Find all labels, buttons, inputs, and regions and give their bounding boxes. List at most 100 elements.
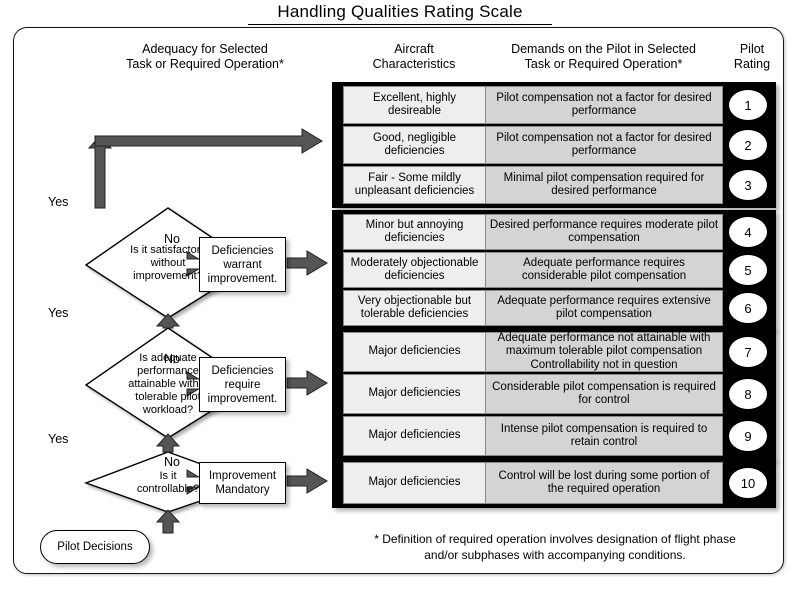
rating-row: Very objectionable but tolerable deficie… <box>343 290 773 326</box>
edge-label-yes-2: Yes <box>48 306 69 320</box>
cell-pilot-rating: 4 <box>723 214 773 250</box>
edge-label-no-3: No <box>164 455 180 469</box>
decision-adequate-line2: performance <box>137 365 199 377</box>
decision-adequate-line1: Is adequate <box>139 352 197 364</box>
cell-pilot-rating: 5 <box>723 252 773 288</box>
column-header-rating-line2: Rating <box>733 57 771 71</box>
rating-row: Fair - Some mildly unpleasant deficienci… <box>343 166 773 204</box>
column-header-aircraft-characteristics: Aircraft Characteristics <box>350 42 478 72</box>
column-header-aircraft-line2: Characteristics <box>372 57 456 71</box>
process-warrant-line2: warrant <box>223 258 262 271</box>
decision-controllable-line2: controllable? <box>136 483 200 495</box>
title-underline <box>248 24 552 25</box>
cell-aircraft-characteristics: Very objectionable but tolerable deficie… <box>343 290 486 326</box>
pilot-rating-badge: 5 <box>729 255 767 285</box>
cell-aircraft-characteristics: Fair - Some mildly unpleasant deficienci… <box>343 166 486 204</box>
cell-pilot-demands: Adequate performance not attainable with… <box>486 332 723 372</box>
footnote-line2: and/or subphases with accompanying condi… <box>424 548 686 562</box>
pilot-rating-badge: 3 <box>729 170 767 200</box>
decision-adequate-line5: workload? <box>142 404 194 416</box>
decision-satisfactory-line2: without <box>150 257 186 269</box>
footnote: * Definition of required operation invol… <box>355 531 755 563</box>
decision-adequate-line3: attainable with a <box>128 378 208 390</box>
process-mandatory-line2: Mandatory <box>215 484 270 496</box>
column-header-aircraft-line1: Aircraft <box>394 42 434 56</box>
process-require-line3: improvement. <box>207 392 278 405</box>
column-header-demands: Demands on the Pilot in Selected Task or… <box>482 42 725 72</box>
pilot-rating-badge: 9 <box>729 421 767 451</box>
decision-satisfactory-line3: improvement? <box>133 270 203 282</box>
cell-aircraft-characteristics: Minor but annoying deficiencies <box>343 214 486 250</box>
column-header-pilot-rating: Pilot Rating <box>722 42 782 72</box>
decision-satisfactory-label[interactable]: Is it satisfactory without improvement? <box>93 244 243 283</box>
cell-aircraft-characteristics: Major deficiencies <box>343 374 486 414</box>
start-pilot-decisions[interactable]: Pilot Decisions <box>40 530 150 564</box>
start-label: Pilot Decisions <box>57 541 133 553</box>
pilot-rating-badge: 4 <box>729 217 767 247</box>
cell-pilot-demands: Desired performance requires moderate pi… <box>486 214 723 250</box>
cell-pilot-rating: 2 <box>723 126 773 164</box>
cell-pilot-demands: Considerable pilot compensation is requi… <box>486 374 723 414</box>
edge-label-yes-3: Yes <box>48 432 69 446</box>
column-header-demands-line1: Demands on the Pilot in Selected <box>511 42 696 56</box>
cell-pilot-rating: 9 <box>723 416 773 456</box>
cell-pilot-demands: Adequate performance requires considerab… <box>486 252 723 288</box>
column-header-demands-line2: Task or Required Operation* <box>524 57 683 71</box>
process-mandatory-line1: Improvement <box>208 470 277 482</box>
cell-pilot-demands: Control will be lost during some portion… <box>486 462 723 504</box>
pilot-rating-badge: 7 <box>729 337 767 367</box>
cell-pilot-demands: Pilot compensation not a factor for desi… <box>486 86 723 124</box>
cell-aircraft-characteristics: Major deficiencies <box>343 332 486 372</box>
edge-label-yes-1: Yes <box>48 195 69 209</box>
process-warrant-line3: improvement. <box>207 272 278 285</box>
pilot-rating-badge: 2 <box>729 130 767 160</box>
process-improvement-mandatory[interactable]: Improvement Mandatory <box>199 462 286 504</box>
decision-satisfactory-line1: Is it satisfactory <box>130 244 206 256</box>
page-title: Handling Qualities Rating Scale <box>277 2 523 21</box>
column-header-adequacy-line2: Task or Required Operation* <box>126 57 284 71</box>
cell-pilot-demands: Minimal pilot compensation required for … <box>486 166 723 204</box>
process-require-line2: require <box>224 378 261 391</box>
edge-label-no-1: No <box>164 232 180 246</box>
edge-label-no-2: No <box>164 352 180 366</box>
pilot-rating-badge: 6 <box>729 293 767 323</box>
cell-pilot-rating: 1 <box>723 86 773 124</box>
pilot-rating-badge: 8 <box>729 379 767 409</box>
process-deficiencies-warrant[interactable]: Deficiencies warrant improvement. <box>199 237 286 292</box>
column-header-rating-line1: Pilot <box>739 42 765 56</box>
cell-pilot-demands: Intense pilot compensation is required t… <box>486 416 723 456</box>
pilot-rating-badge: 10 <box>729 468 767 498</box>
cell-pilot-rating: 8 <box>723 374 773 414</box>
cell-aircraft-characteristics: Major deficiencies <box>343 416 486 456</box>
cell-aircraft-characteristics: Moderately objectionable deficiencies <box>343 252 486 288</box>
pilot-rating-badge: 1 <box>729 90 767 120</box>
cell-pilot-rating: 7 <box>723 332 773 372</box>
cell-pilot-rating: 3 <box>723 166 773 204</box>
cell-pilot-demands: Adequate performance requires extensive … <box>486 290 723 326</box>
column-header-adequacy: Adequacy for Selected Task or Required O… <box>60 42 350 72</box>
decision-adequate-line4: tolerable pilot <box>135 391 201 403</box>
process-deficiencies-require[interactable]: Deficiencies require improvement. <box>199 357 286 412</box>
cell-pilot-rating: 10 <box>723 462 773 504</box>
cell-aircraft-characteristics: Excellent, highly desireable <box>343 86 486 124</box>
process-require-line1: Deficiencies <box>211 364 274 377</box>
cell-aircraft-characteristics: Good, negligible deficiencies <box>343 126 486 164</box>
process-warrant-line1: Deficiencies <box>211 244 274 257</box>
decision-controllable-line1: Is it <box>159 470 177 482</box>
cell-pilot-demands: Pilot compensation not a factor for desi… <box>486 126 723 164</box>
decision-adequate-performance-label[interactable]: Is adequate performance attainable with … <box>93 352 243 417</box>
decision-controllable-label[interactable]: Is it controllable? <box>93 470 243 496</box>
footnote-line1: * Definition of required operation invol… <box>374 532 736 546</box>
cell-pilot-rating: 6 <box>723 290 773 326</box>
